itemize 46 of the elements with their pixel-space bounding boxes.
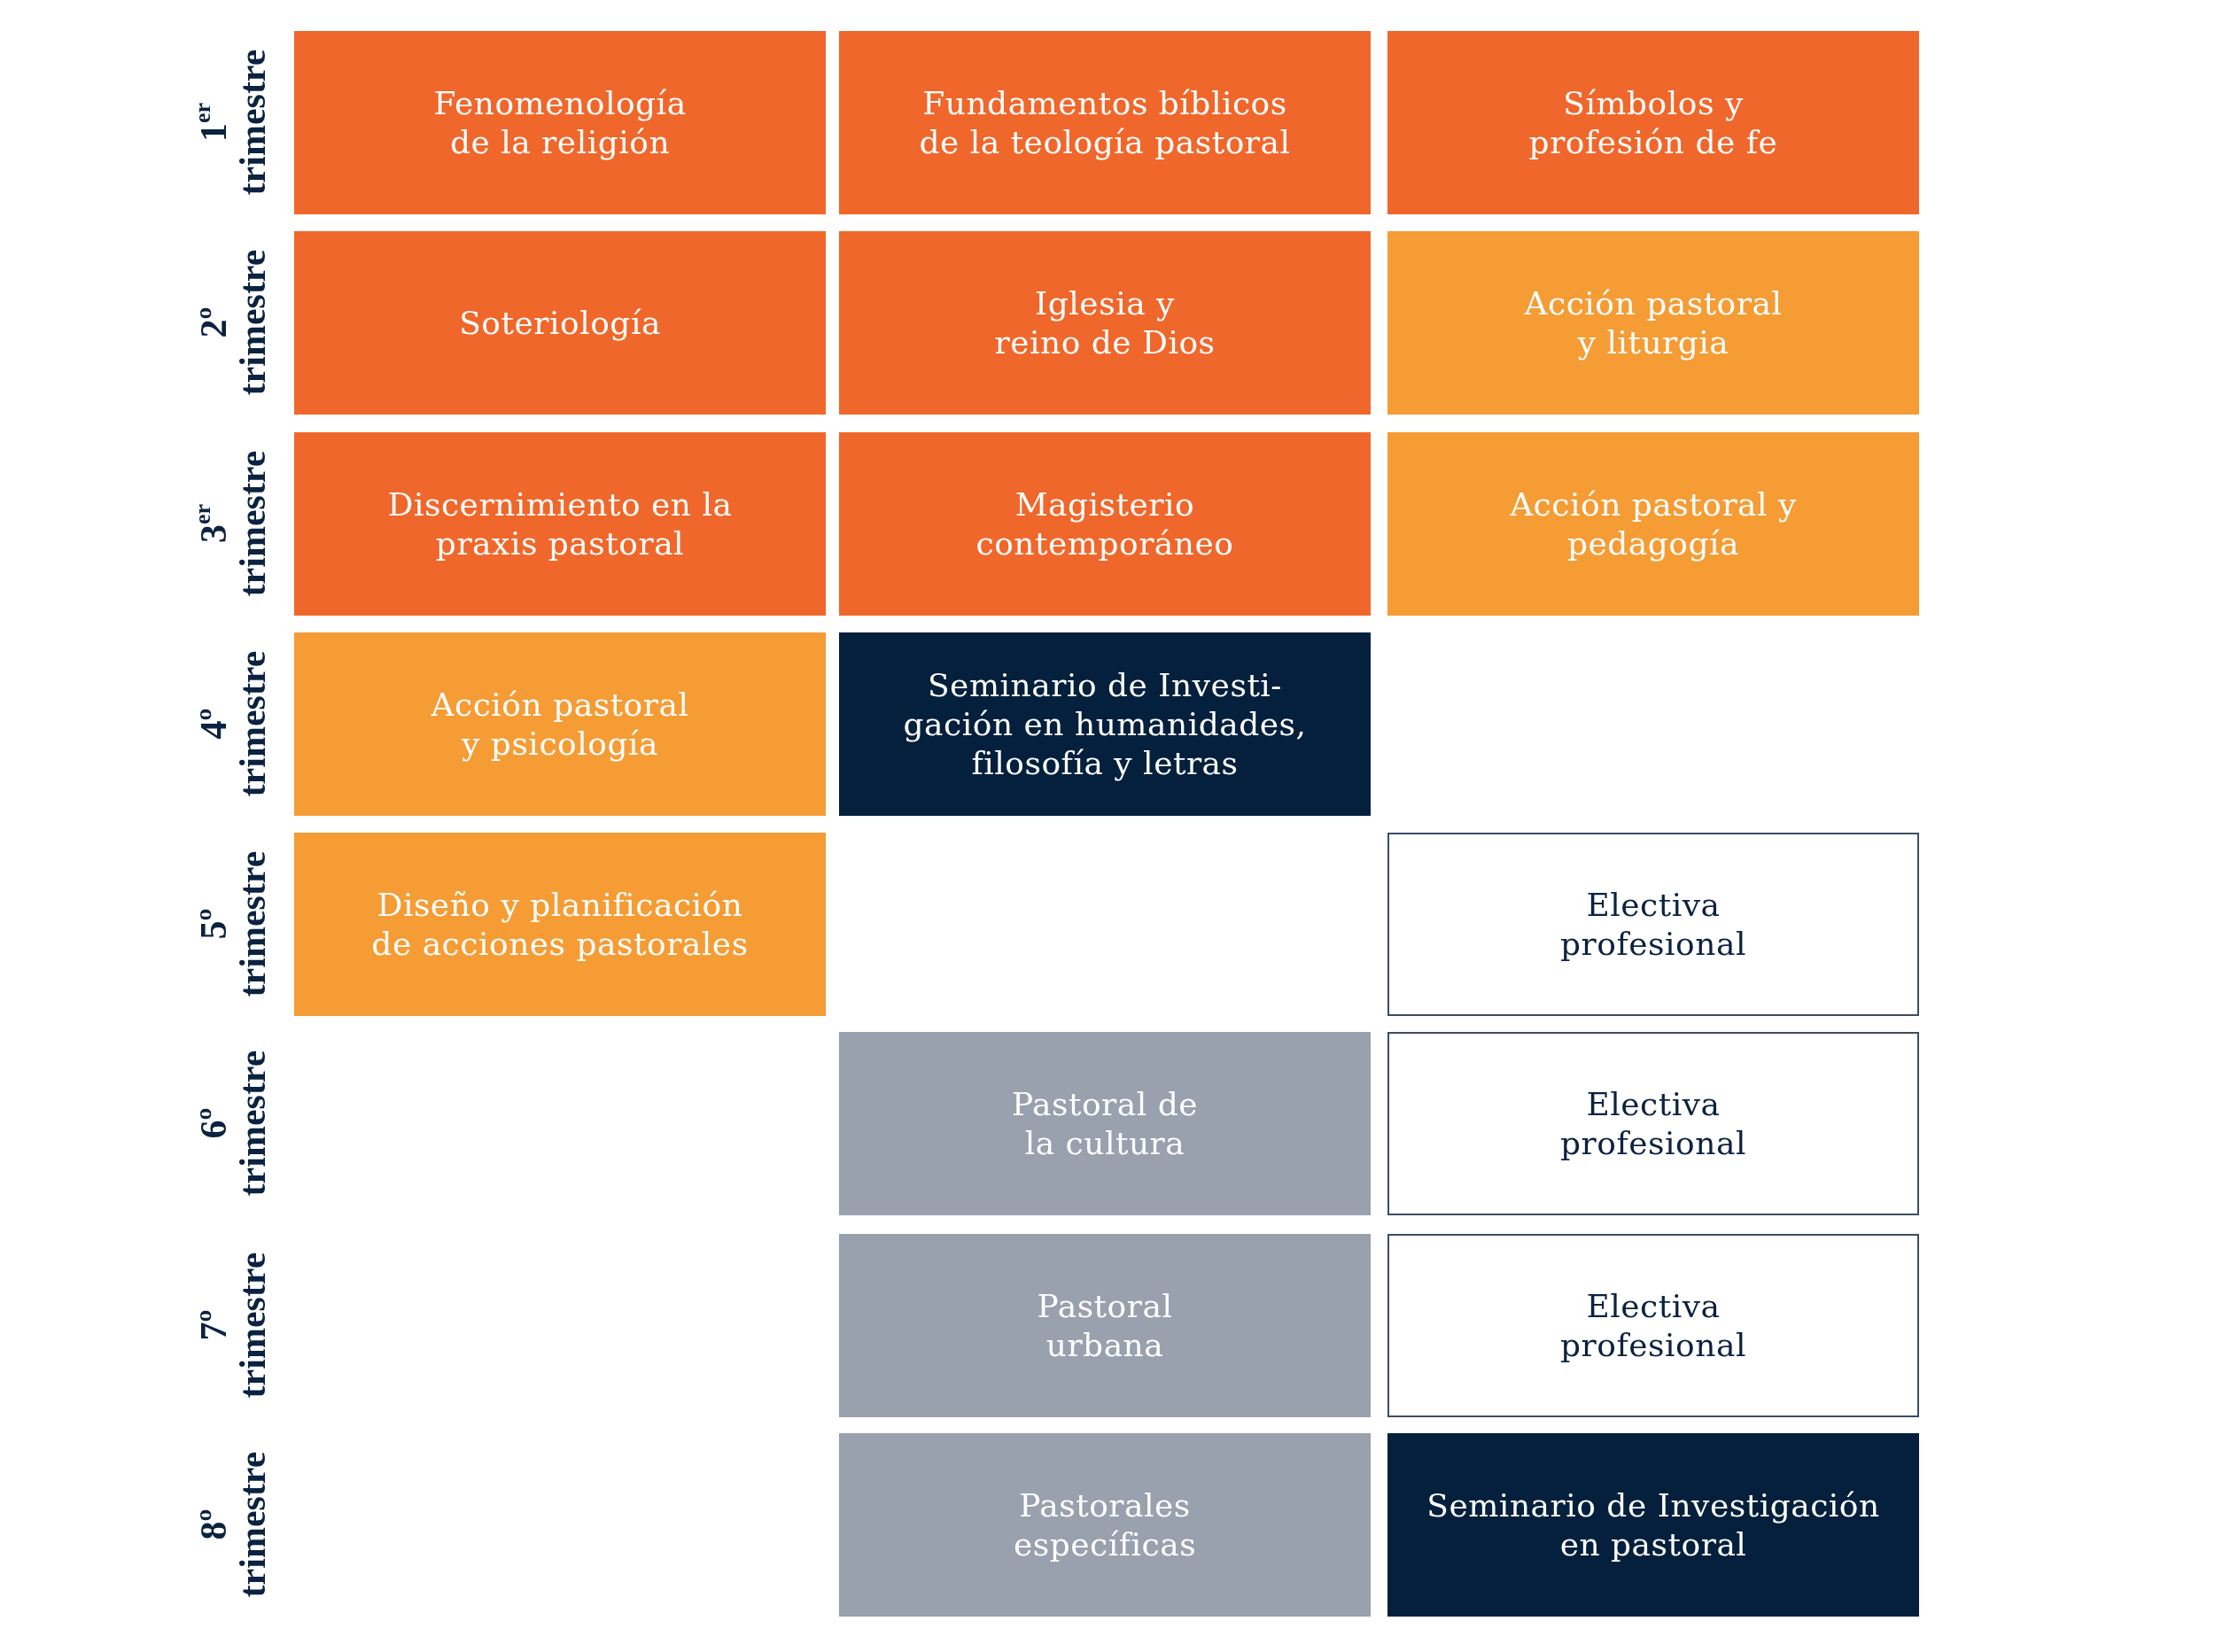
course-title: Acción pastoral y psicología [430, 685, 690, 764]
trimester-label: 4º trimestre [194, 649, 272, 799]
course-title: Seminario de Investigación en pastoral [1426, 1485, 1881, 1564]
course-title: Pastoral de la cultura [1010, 1084, 1200, 1163]
course-box [294, 632, 826, 816]
trimester-label: 3$^{er}$ trimestre [194, 449, 272, 599]
course-title: Magisterio contemporáneo [975, 485, 1235, 563]
course-box [1387, 31, 1919, 214]
course-title: Fundamentos bíblicos de la teología pastoral [918, 83, 1292, 162]
course-box [294, 432, 826, 616]
course-title: Iglesia y reino de Dios [994, 283, 1216, 362]
course-box [839, 1032, 1371, 1215]
course-title: Símbolos y profesión de fe [1527, 83, 1779, 162]
course-box [839, 432, 1371, 616]
trimester-label: 5º trimestre [194, 849, 272, 999]
course-box [294, 31, 826, 214]
trimester-label: 8º trimestre [194, 1450, 272, 1600]
course-title: Diseño y planificación de acciones pastorales [370, 885, 750, 964]
course-title: Electiva profesional [1559, 1286, 1747, 1365]
course-box [839, 1234, 1371, 1417]
course-title: Electiva profesional [1559, 1084, 1747, 1163]
course-title: Acción pastoral y pedagogía [1509, 485, 1798, 563]
course-title: Electiva profesional [1559, 885, 1747, 964]
course-box [294, 231, 826, 415]
course-box [839, 1433, 1371, 1617]
course-box [294, 833, 826, 1016]
trimester-label: 1$^{er}$ trimestre [194, 48, 272, 198]
course-title: Fenomenología de la religión [432, 83, 688, 162]
course-title: Pastoral urbana [1036, 1286, 1174, 1365]
course-box [1387, 1433, 1919, 1617]
trimester-label: 2º trimestre [194, 248, 272, 398]
course-title: Pastorales específicas [1012, 1485, 1198, 1564]
course-title: Discernimiento en la praxis pastoral [386, 485, 734, 563]
course-box [1387, 833, 1919, 1016]
course-title: Soteriología [459, 303, 661, 343]
course-title: Acción pastoral y liturgia [1523, 283, 1784, 362]
course-box [839, 31, 1371, 214]
course-box [1387, 1234, 1919, 1417]
course-box [1387, 231, 1919, 415]
course-box [1387, 432, 1919, 616]
trimester-label: 6º trimestre [194, 1049, 272, 1198]
course-title: Seminario de Investi- gación en humanidades, filosofía y letras [902, 665, 1308, 783]
course-box [1387, 1032, 1919, 1215]
trimester-label: 7º trimestre [194, 1251, 272, 1400]
course-box [839, 231, 1371, 415]
course-box [839, 632, 1371, 816]
